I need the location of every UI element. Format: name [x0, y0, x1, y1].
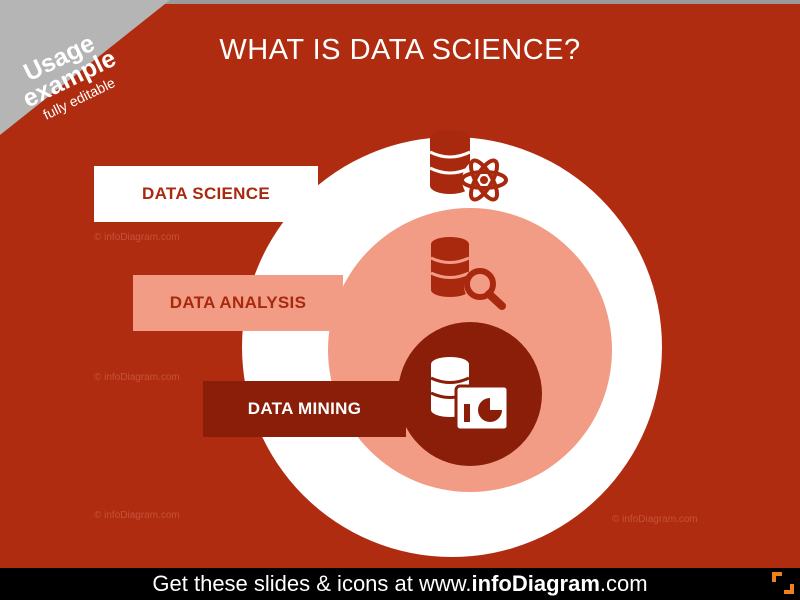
watermark: © infoDiagram.com: [94, 232, 180, 243]
database-magnifier-icon: [430, 237, 506, 310]
watermark: © infoDiagram.com: [612, 514, 698, 525]
label-data-mining: DATA MINING: [203, 381, 406, 437]
footer-bar: Get these slides & icons at www. infoDia…: [0, 568, 800, 600]
watermark: © infoDiagram.com: [94, 510, 180, 521]
label-data-analysis: DATA ANALYSIS: [133, 275, 343, 331]
footer-text: Get these slides & icons at: [152, 571, 419, 596]
footer-site-suffix[interactable]: .com: [599, 571, 648, 596]
footer-site-prefix[interactable]: www.: [418, 571, 472, 596]
label-data-science: DATA SCIENCE: [94, 166, 318, 222]
database-chart-icon: [430, 357, 510, 432]
page-title: WHAT IS DATA SCIENCE?: [219, 34, 581, 66]
database-atom-icon: [429, 130, 508, 202]
watermark: © infoDiagram.com: [94, 372, 180, 383]
infodiagram-logo-icon: [772, 572, 794, 594]
usage-example-ribbon: Usage example fully editable: [0, 0, 170, 135]
top-border: [0, 0, 800, 4]
footer-site-brand[interactable]: infoDiagram: [471, 571, 600, 596]
